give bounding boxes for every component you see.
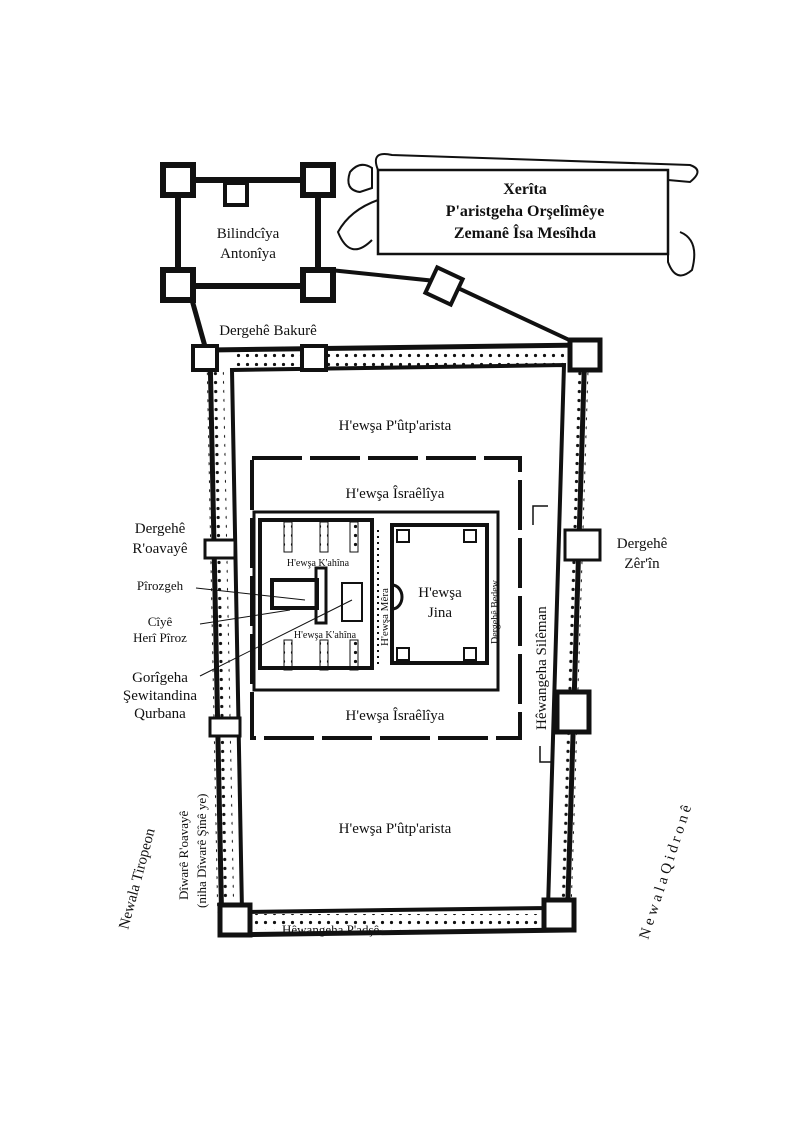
- west-gate-label-1: Dergehê: [135, 521, 186, 537]
- temple-complex: [252, 510, 500, 692]
- israel-court-bottom-label: H'ewşa Îsraêlîya: [346, 707, 445, 724]
- antonia-label-2: Antonîya: [220, 246, 276, 262]
- israel-court-top-label: H'ewşa Îsraêlîya: [346, 485, 445, 502]
- tyropoeon-valley-label: Newala Tiropeon: [116, 826, 158, 931]
- antonia-fortress: Bilindcîya Antonîya: [160, 162, 581, 351]
- leader-lines: [195, 587, 353, 677]
- title-scroll: Xerîta P'aristgeha Orşelîmêye Zemanê Îsa…: [336, 153, 699, 277]
- holy-of-holies-label-1: Cîyê: [148, 614, 173, 629]
- royal-porch-label: Hêwangeha P'adşê: [282, 922, 380, 937]
- holy-of-holies-label-2: Herî Pîroz: [133, 630, 187, 645]
- west-wall-label-2: (niha Dîwarê Şînê ye): [194, 794, 209, 908]
- altar-label-3: Qurbana: [134, 706, 186, 722]
- women-court-label-1: H'ewşa: [418, 585, 462, 601]
- altar-label-2: Şewitandina: [123, 688, 197, 704]
- sheep-gate-label: Dergehê Bakurê: [219, 323, 317, 339]
- arrow-markers: [532, 505, 554, 763]
- priests-court-bottom-label: H'ewşa K'ahîna: [294, 630, 357, 641]
- title-line-3: Zemanê Îsa Mesîhda: [454, 223, 596, 242]
- west-wall-label-1: Dîwarê R'oavayê: [176, 810, 191, 900]
- israel-court-outline: [250, 456, 522, 740]
- antonia-label-1: Bilindcîya: [217, 226, 280, 242]
- east-gate-label-1: Dergehê: [617, 536, 668, 552]
- outer-court-top-label: H'ewşa P'ûtp'arista: [339, 418, 452, 434]
- temple-label: Pîrozgeh: [137, 578, 184, 593]
- solomon-porch-label: Hêwangeha Silêman: [534, 606, 550, 730]
- priests-court-top-label: H'ewşa K'ahîna: [287, 558, 350, 569]
- title-line-2: P'aristgeha Orşelîmêye: [446, 203, 605, 220]
- title-line-1: Xerîta: [503, 181, 547, 198]
- east-gate-label-2: Zêr'în: [624, 556, 660, 572]
- west-gate-label-2: R'oavayê: [132, 541, 188, 557]
- altar-label-1: Gorîgeha: [132, 670, 188, 686]
- outer-court-bottom-label: H'ewşa P'ûtp'arista: [339, 821, 452, 837]
- kidron-valley-label: N e w a l a Q i d r o n ê: [637, 803, 696, 941]
- outer-enclosure: [191, 337, 603, 938]
- women-court-label-2: Jina: [428, 605, 453, 621]
- men-court-label: H'ewşa Mêra: [379, 588, 391, 646]
- beautiful-gate-label: Dergehê Bedew: [490, 579, 501, 644]
